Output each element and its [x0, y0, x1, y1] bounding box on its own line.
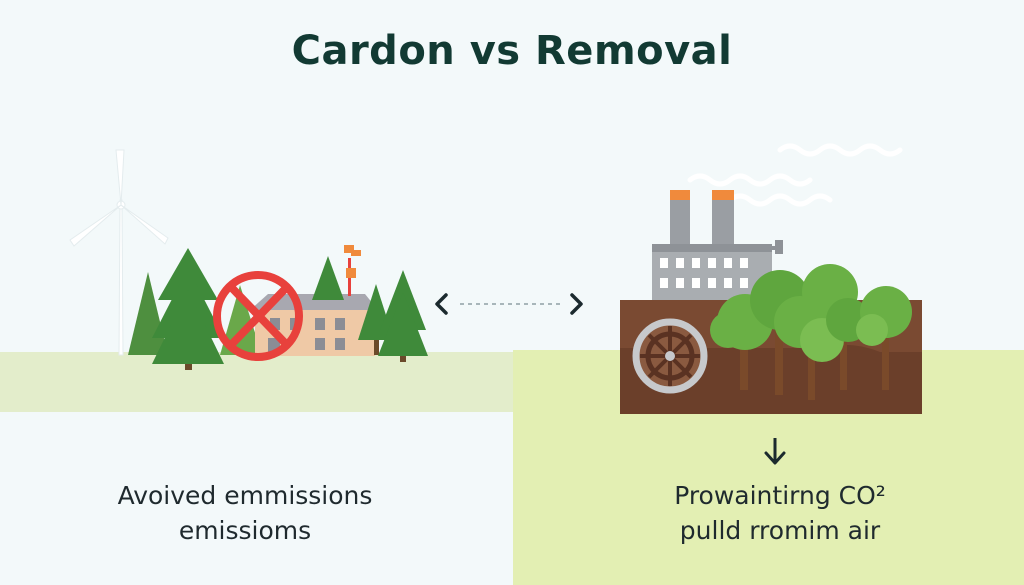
- smoke: [687, 143, 903, 207]
- down-arrow-icon: [764, 438, 786, 465]
- pine-tree: [220, 285, 262, 355]
- caption-line: Avoived emmissions: [117, 481, 373, 510]
- page-title: Cardon vs Removal: [291, 28, 733, 74]
- double-arrow-icon: [435, 293, 583, 315]
- pine-tree: [378, 270, 428, 362]
- pine-tree: [152, 248, 224, 370]
- carbon-removal-caption: Prowaintirng CO² pulld rromim air: [600, 478, 960, 548]
- carbon-capture-wheel: [632, 318, 708, 394]
- forest: [128, 245, 428, 370]
- caption-line: emissioms: [178, 516, 312, 545]
- wind-turbine-icon: [69, 149, 169, 356]
- tree-canopy: [710, 264, 912, 362]
- no-symbol-icon: [213, 271, 303, 361]
- pine-tree: [312, 256, 344, 300]
- left-ground: [0, 352, 513, 412]
- caption-line: pulld rromim air: [679, 516, 881, 545]
- caption-line: Prowaintirng CO²: [674, 481, 886, 510]
- pine-tree: [128, 272, 168, 355]
- trees: [710, 264, 912, 400]
- avoided-emissions-caption: Avoived emmissions emissioms: [60, 478, 430, 548]
